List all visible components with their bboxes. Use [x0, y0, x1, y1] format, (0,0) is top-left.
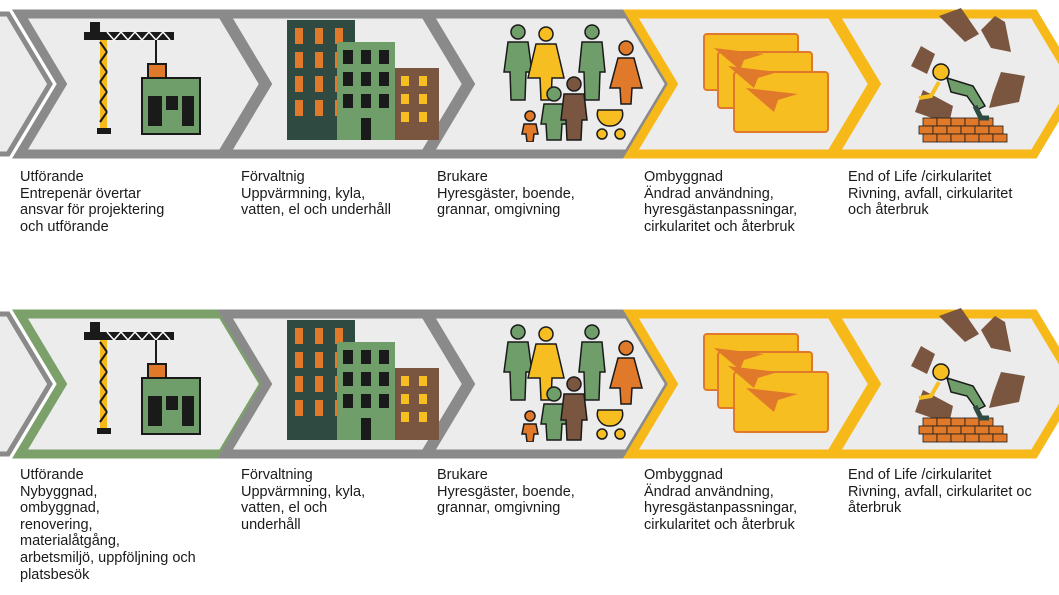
step-line: och utförande	[20, 218, 109, 235]
step-line: materialåtgång,	[20, 533, 120, 550]
recycling-worker-icon	[911, 8, 1025, 143]
step-caption-forvaltning: Förvaltning Uppvärmning, kyla, vatten, e…	[241, 467, 365, 533]
step-line: Rivning, avfall, cirkularitet oc	[848, 483, 1032, 500]
step-caption-ombyggnad: Ombyggnad Ändrad användning, hyresgästan…	[644, 169, 797, 235]
step-title: Förvaltning	[241, 467, 313, 483]
blueprints-icon	[703, 33, 829, 133]
step-title: Brukare	[437, 169, 488, 185]
process-row-1: Utförande Entrepenär övertar ansvar för …	[0, 0, 1059, 235]
step-line: platsbesök	[20, 566, 90, 583]
step-caption-utforande: Utförande Entrepenär övertar ansvar för …	[20, 169, 164, 235]
process-row-2: Utförande Nybyggnad, ombyggnad, renoveri…	[0, 300, 1059, 583]
step-line: Rivning, avfall, cirkularitet	[848, 185, 1013, 202]
step-caption-utforande: Utförande Nybyggnad, ombyggnad, renoveri…	[20, 467, 196, 583]
step-line: cirkularitet och återbruk	[644, 516, 795, 533]
start-arrow	[0, 11, 53, 157]
step-line: Entrepenär övertar	[20, 185, 141, 202]
step-line: arbetsmiljö, uppföljning och	[20, 549, 196, 566]
construction-crane-icon	[84, 322, 201, 435]
step-title: End of Life /cirkularitet	[848, 169, 992, 185]
step-title: Brukare	[437, 467, 488, 483]
step-line: underhåll	[241, 516, 301, 533]
step-caption-end-of-life: End of Life /cirkularitet Rivning, avfal…	[848, 169, 1012, 219]
step-line: Hyresgäster, boende,	[437, 483, 575, 500]
step-title: End of Life /cirkularitet	[848, 467, 992, 483]
step-line: ansvar för projektering	[20, 202, 165, 219]
step-line: Hyresgäster, boende,	[437, 185, 575, 202]
construction-crane-icon	[84, 22, 201, 135]
step-title: Utförande	[20, 467, 84, 483]
step-line: grannar, omgivning	[437, 500, 561, 517]
buildings-icon	[287, 20, 439, 140]
step-title: Förvaltnig	[241, 169, 305, 185]
people-family-icon	[503, 324, 643, 442]
blueprints-icon	[703, 333, 829, 433]
step-line: återbruk	[848, 500, 902, 517]
step-caption-end-of-life: End of Life /cirkularitet Rivning, avfal…	[848, 467, 1032, 517]
step-title: Ombyggnad	[644, 169, 723, 185]
step-title: Utförande	[20, 169, 84, 185]
step-caption-forvaltning: Förvaltnig Uppvärmning, kyla, vatten, el…	[241, 169, 391, 219]
step-line: grannar, omgivning	[437, 202, 561, 219]
buildings-icon	[287, 320, 439, 440]
step-caption-brukare: Brukare Hyresgäster, boende, grannar, om…	[437, 467, 575, 517]
start-arrow	[0, 311, 53, 457]
step-caption-brukare: Brukare Hyresgäster, boende, grannar, om…	[437, 169, 575, 219]
step-title: Ombyggnad	[644, 467, 723, 483]
step-line: hyresgästanpassningar,	[644, 202, 798, 219]
step-line: ombyggnad,	[20, 500, 100, 517]
step-line: Uppvärmning, kyla,	[241, 185, 366, 202]
step-line: vatten, el och	[241, 500, 328, 517]
step-line: hyresgästanpassningar,	[644, 500, 798, 517]
step-line: vatten, el och underhåll	[241, 202, 391, 219]
step-line: Uppvärmning, kyla,	[241, 483, 366, 500]
step-line: Ändrad användning,	[644, 185, 774, 202]
recycling-worker-icon	[911, 308, 1025, 443]
step-line: Ändrad användning,	[644, 483, 774, 500]
step-line: Nybyggnad,	[20, 483, 98, 500]
people-family-icon	[503, 24, 643, 142]
step-caption-ombyggnad: Ombyggnad Ändrad användning, hyresgästan…	[644, 467, 797, 533]
step-line: och återbruk	[848, 202, 929, 219]
step-line: renovering,	[20, 516, 93, 533]
step-line: cirkularitet och återbruk	[644, 218, 795, 235]
